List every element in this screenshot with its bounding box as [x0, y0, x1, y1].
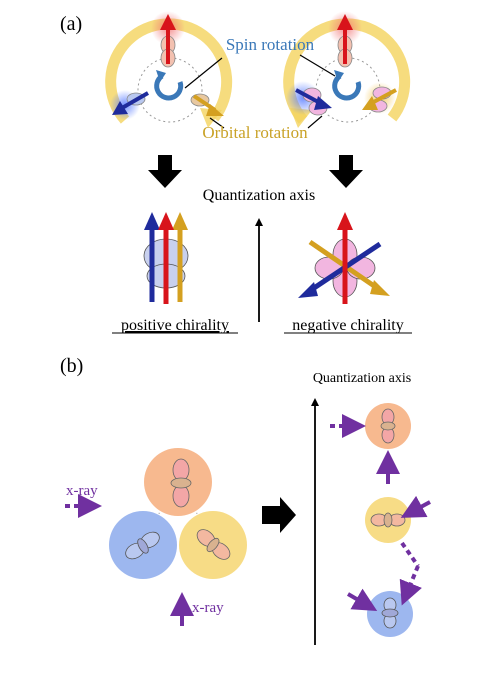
xray-arrow — [346, 588, 378, 612]
right-arrow-icon — [262, 497, 296, 533]
ordered-sites — [365, 403, 413, 637]
orbital-lobe — [206, 537, 220, 553]
panel-a-label: (a) — [60, 13, 82, 35]
spin-arrowhead-icon — [172, 212, 188, 230]
down-arrow-left-icon — [148, 155, 182, 188]
negative-chirality-label: negative chirality — [292, 317, 404, 334]
spin-arrowhead-icon — [362, 96, 378, 110]
spin-arrowhead-icon — [144, 212, 160, 230]
spin-rotation-icon — [154, 73, 184, 101]
xray-label-left: x-ray — [66, 483, 98, 499]
xray-arrow — [400, 541, 420, 568]
orbital-lobe — [380, 421, 396, 431]
orbital-lobe — [381, 608, 399, 618]
dotted-orbit — [137, 57, 203, 123]
spin-arrowhead-icon — [337, 212, 353, 230]
site-triangle — [109, 448, 247, 579]
positive-chirality-diagram — [143, 212, 189, 304]
spin-arrowhead-icon — [370, 280, 390, 296]
rotation-diagram-left — [105, 11, 233, 128]
spin-leader-line — [299, 54, 336, 77]
spin-arrow-blue — [121, 91, 149, 110]
xray-arrow — [400, 495, 431, 518]
positive-chirality-label: positive chirality — [121, 317, 229, 334]
spin-rotation-head-icon — [334, 70, 344, 82]
down-arrow-right-icon — [329, 155, 363, 188]
orbital-rotation-label: Orbital rotation — [202, 123, 308, 142]
spin-rotation-label: Spin rotation — [226, 35, 315, 54]
negative-chirality-diagram — [298, 212, 390, 304]
spin-arrowhead-icon — [298, 282, 318, 298]
spin-rotation-head-icon — [156, 70, 166, 82]
spin-arrowhead-icon — [160, 14, 176, 30]
orbital-leader-line — [307, 115, 323, 129]
panel-b-label: (b) — [60, 355, 83, 377]
spin-rotation-icon — [332, 73, 362, 101]
spin-arrowhead-icon — [112, 101, 128, 115]
spin-arrowhead-icon — [314, 96, 332, 110]
quantization-axis-label-b: Quantization axis — [313, 371, 411, 386]
spin-arrowhead-icon — [158, 212, 174, 230]
xray-label-bottom: x-ray — [192, 600, 224, 616]
quantization-axis-label-a: Quantization axis — [203, 187, 315, 204]
orbital-lobe — [383, 512, 393, 528]
orbital-lobe — [170, 477, 192, 489]
orbital-leader-line — [209, 117, 225, 129]
rotation-diagram-right — [283, 11, 411, 128]
xray-arrow — [399, 565, 422, 606]
spin-arrowhead-icon — [206, 104, 224, 116]
spin-arrowhead-icon — [337, 14, 353, 30]
orbital-lobe — [137, 538, 149, 554]
spin-leader-line — [184, 57, 223, 89]
